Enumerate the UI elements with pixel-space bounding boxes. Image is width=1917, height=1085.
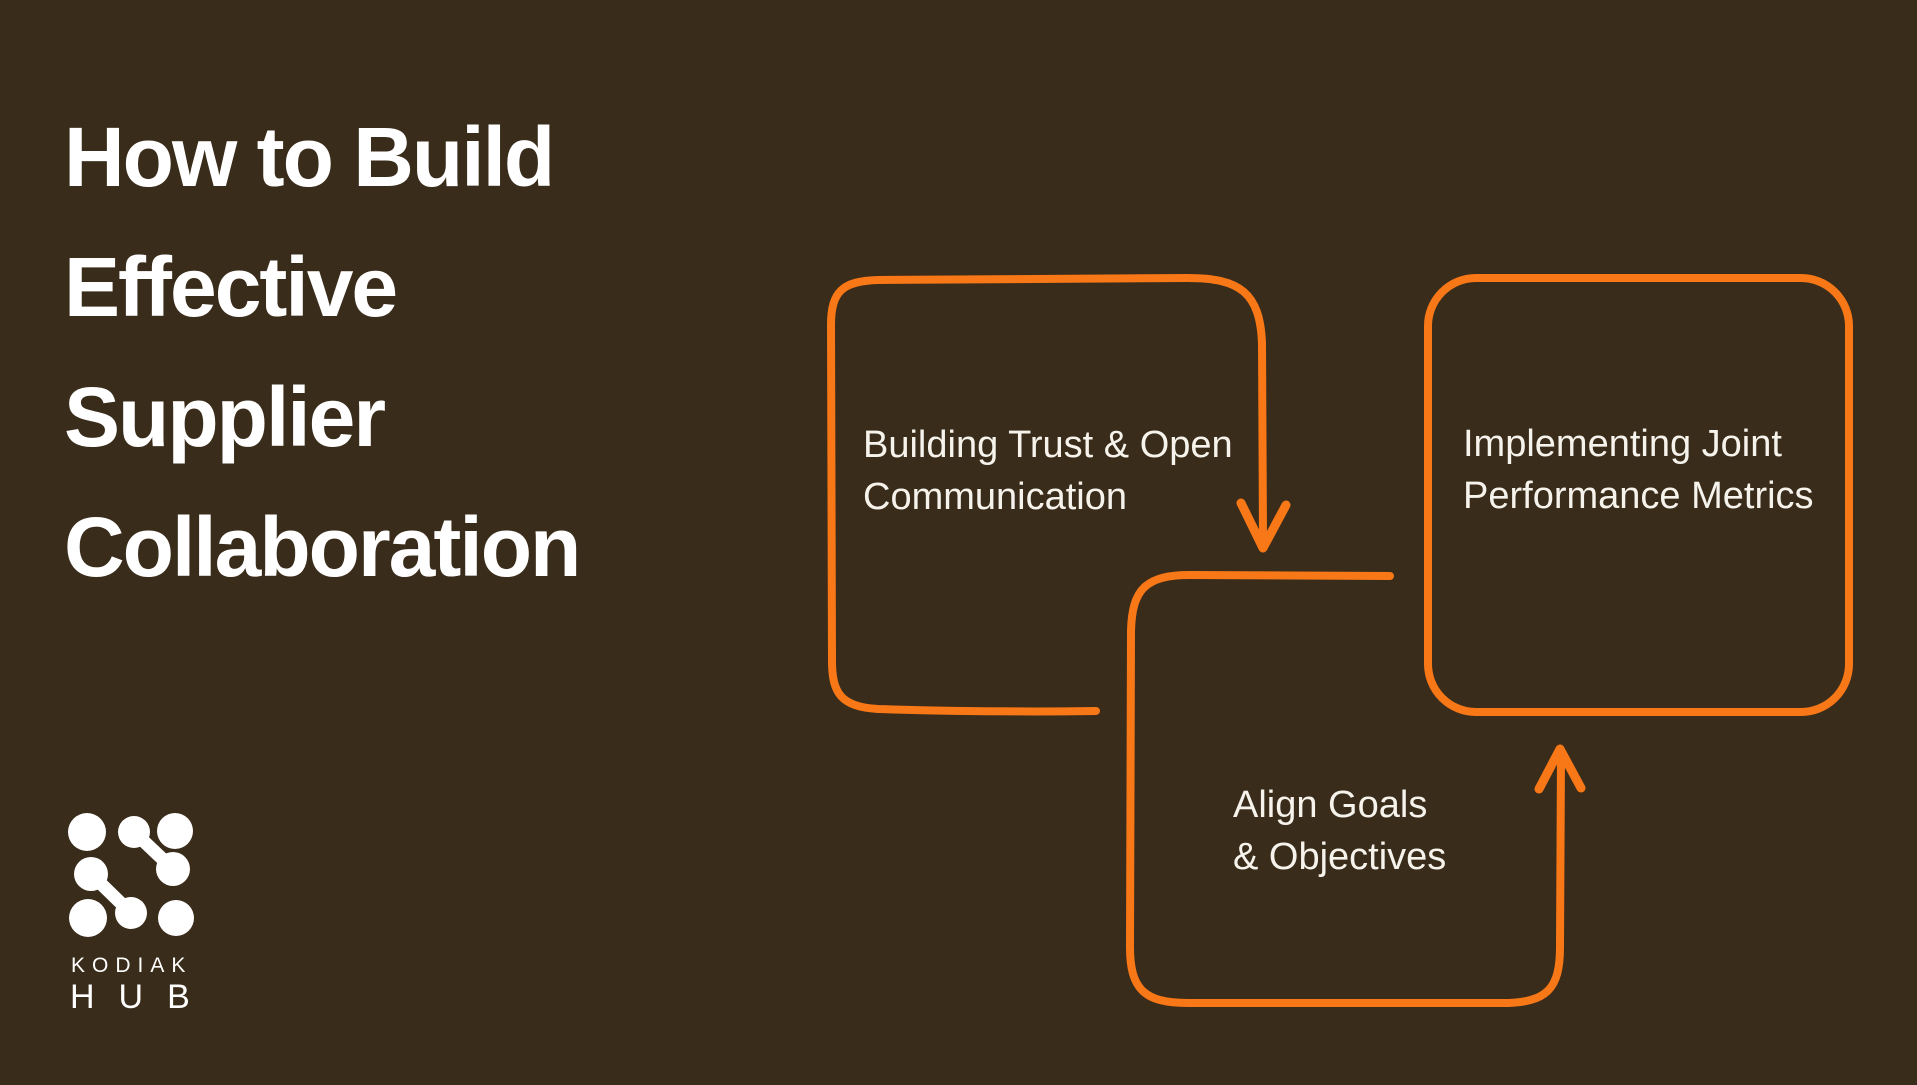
goals-box-outline [1126, 571, 1565, 1007]
trust-box-outline [827, 274, 1267, 716]
goals-box-label-line-2: & Objectives [1233, 836, 1447, 878]
page-title: How to Build Effective Supplier Collabor… [64, 92, 581, 612]
goals-box-label: Align Goals & Objectives [1233, 779, 1446, 883]
logo-brand-top: KODIAK [71, 954, 193, 977]
title-line-4: Collaboration [64, 500, 581, 594]
title-line-2: Effective [64, 240, 398, 334]
metrics-box-outline [1424, 274, 1853, 716]
title-line-1: How to Build [64, 110, 555, 204]
goals-box-label-line-1: Align Goals [1233, 784, 1428, 826]
kodiak-hub-logo-mark-icon [68, 813, 194, 937]
title-line-3: Supplier [64, 370, 386, 464]
trust-box-label: Building Trust & Open Communication [863, 419, 1233, 523]
down-arrow-icon [1236, 498, 1291, 553]
logo-brand-bottom: HUB [70, 978, 214, 1016]
trust-box-label-line-1: Building Trust & Open [863, 424, 1233, 466]
metrics-box-label: Implementing Joint Performance Metrics [1463, 418, 1814, 522]
up-arrow-icon [1534, 744, 1586, 794]
trust-box-label-line-2: Communication [863, 476, 1127, 518]
metrics-box-label-line-1: Implementing Joint [1463, 423, 1782, 465]
metrics-box-label-line-2: Performance Metrics [1463, 475, 1814, 517]
